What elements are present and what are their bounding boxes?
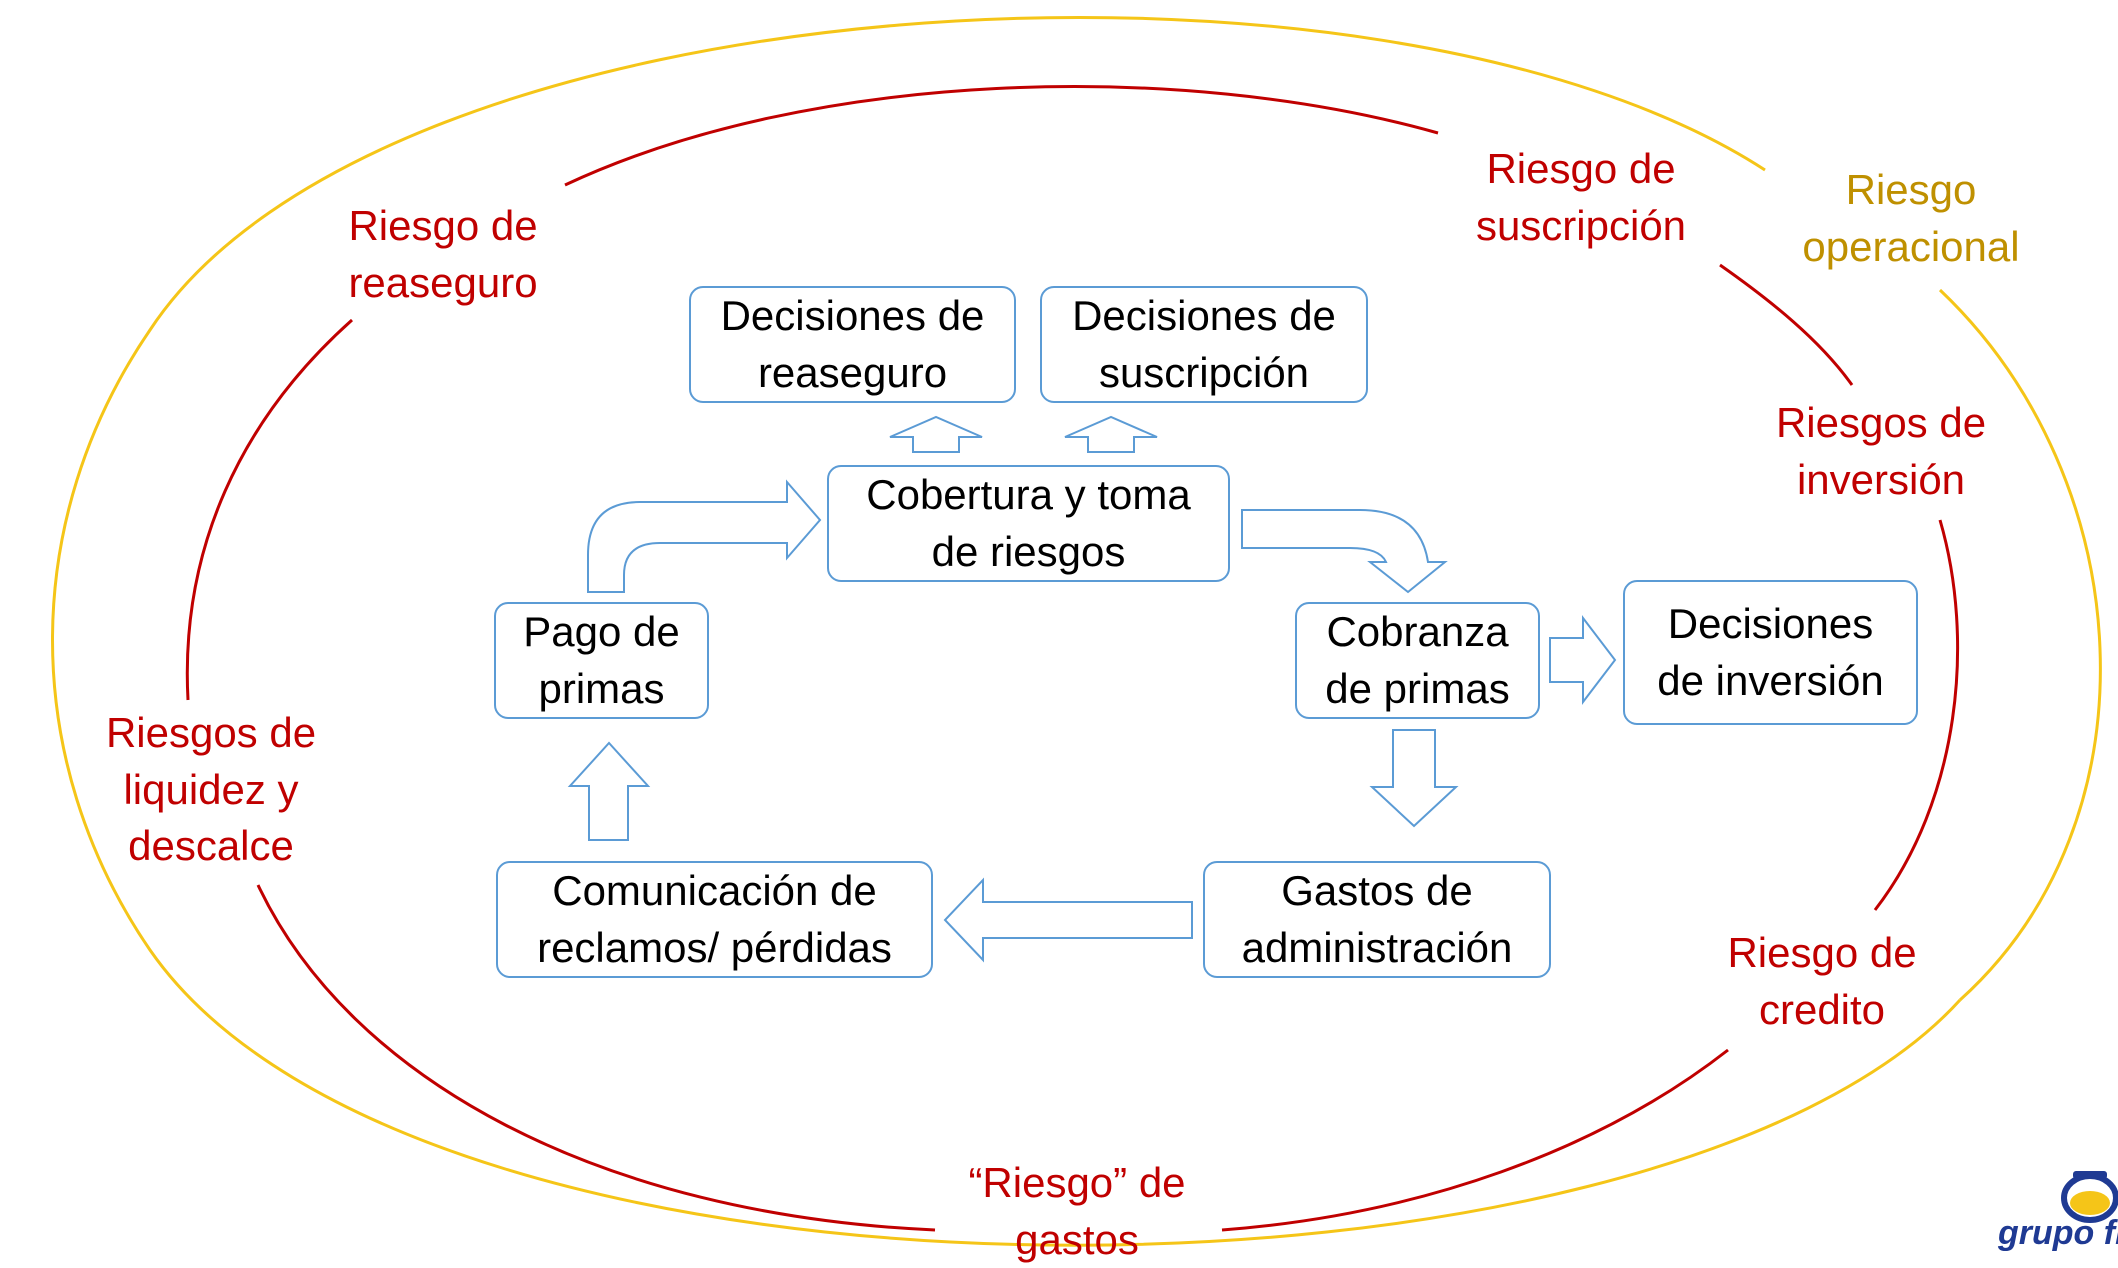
inner-ring-suscripcion-inversion xyxy=(1719,263,1854,386)
box-decisiones-suscripcion: Decisiones de suscripción xyxy=(1040,286,1368,403)
label-riesgo-gastos: “Riesgo” de gastos xyxy=(968,1159,1186,1263)
label-riesgo-suscripcion: Riesgo de suscripción xyxy=(1475,145,1687,249)
inner-ring-liquidez-reaseguro xyxy=(185,318,353,701)
box-decisiones-inversion: Decisiones de inversión xyxy=(1623,580,1918,725)
label-riesgos-inversion: Riesgos de inversión xyxy=(1775,399,1987,503)
inner-ring-credito-gastos xyxy=(1221,1048,1729,1232)
arrow-up-to-pago xyxy=(567,741,651,841)
logo-mark-icon xyxy=(2061,1171,2118,1223)
inner-ring-inversion-credito xyxy=(1873,519,1960,911)
logo: grupo fi xyxy=(1968,1143,2118,1253)
label-riesgo-operacional: Riesgo operacional xyxy=(1802,166,2020,270)
arrow-curved-cobertura-to-cobranza xyxy=(1241,509,1448,594)
arrow-left-to-comunicacion xyxy=(943,877,1193,963)
box-cobranza-primas: Cobranza de primas xyxy=(1295,602,1540,719)
box-pago-primas: Pago de primas xyxy=(494,602,709,719)
label-riesgo-reaseguro: Riesgo de reaseguro xyxy=(348,202,538,306)
label-riesgos-liquidez: Riesgos de liquidez y descalce xyxy=(105,709,317,870)
label-riesgo-credito: Riesgo de credito xyxy=(1727,929,1917,1033)
box-comunicacion-reclamos: Comunicación de reclamos/ pérdidas xyxy=(496,861,933,978)
arrow-up-to-suscripcion xyxy=(1064,415,1158,453)
inner-ring-top xyxy=(564,85,1439,187)
arrow-curved-pago-to-cobertura xyxy=(587,479,822,593)
logo-text: grupo fi xyxy=(1998,1214,2118,1252)
inner-ring-gastos-liquidez xyxy=(256,884,936,1232)
box-decisiones-reaseguro: Decisiones de reaseguro xyxy=(689,286,1016,403)
arrow-down-to-gastos xyxy=(1369,729,1459,828)
outer-ring-arc-top xyxy=(51,15,1962,1247)
outer-ring-arc-right xyxy=(1938,288,2102,1002)
arrow-right-to-inversion xyxy=(1549,615,1617,705)
box-cobertura-toma-riesgos: Cobertura y toma de riesgos xyxy=(827,465,1230,582)
arrow-up-to-reaseguro xyxy=(889,415,983,453)
box-gastos-administracion: Gastos de administración xyxy=(1203,861,1551,978)
